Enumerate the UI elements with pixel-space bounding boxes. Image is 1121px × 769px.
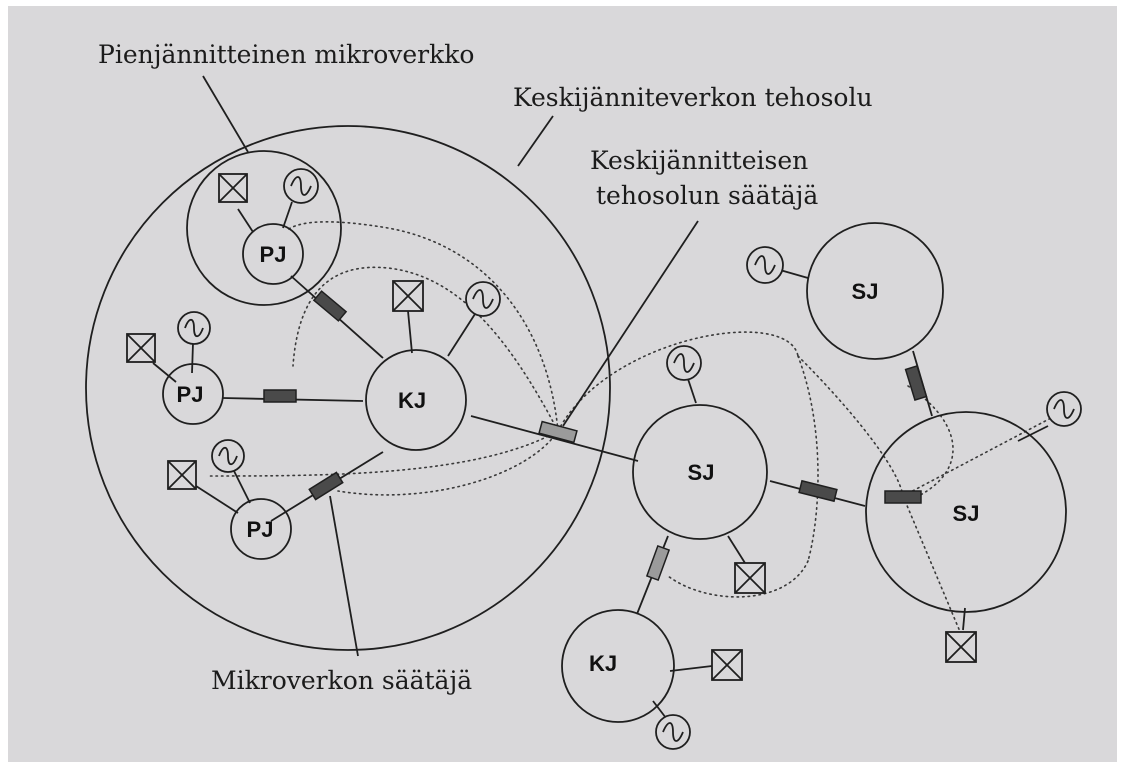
node-label-kj-bottom: KJ — [589, 651, 617, 676]
network-diagram: PJ PJ PJ KJ SJ SJ SJ KJ — [85, 40, 1082, 750]
microgrid-controller-2 — [263, 389, 297, 403]
load-icon — [711, 649, 743, 681]
generator-icon — [177, 311, 211, 345]
microgrid-controller-1 — [312, 290, 348, 322]
communication-links — [207, 221, 1052, 635]
controllers — [263, 290, 928, 582]
label-low-voltage-microgrid: Pienjännitteinen mikroverkko — [98, 40, 474, 69]
controller-sj-top — [904, 365, 928, 401]
node-kj-bottom — [561, 609, 675, 723]
controller-sj-link-2 — [884, 490, 922, 504]
load-icon — [392, 280, 424, 312]
microgrid-boundary — [186, 150, 342, 306]
mv-cell-controller-2 — [645, 544, 671, 582]
load-icon — [734, 562, 766, 594]
node-label-sj-top: SJ — [852, 279, 879, 304]
labels: Pienjännitteinen mikroverkko Keskijännit… — [98, 40, 873, 695]
node-sj-right — [865, 411, 1067, 613]
generator-icon — [211, 439, 245, 473]
generator-icon — [1046, 391, 1082, 427]
microgrid-controller-3 — [308, 471, 344, 501]
generator-icons — [177, 168, 1082, 750]
node-kj-main — [365, 349, 467, 451]
label-mv-power-cell: Keskijänniteverkon tehosolu — [513, 83, 873, 112]
node-sj-middle — [632, 404, 768, 540]
generator-icon — [666, 345, 702, 381]
nodes — [162, 222, 1067, 723]
load-icon — [218, 173, 248, 203]
generator-icon — [655, 714, 691, 750]
node-label-sj-right: SJ — [953, 501, 980, 526]
power-lines — [152, 201, 1049, 719]
node-label-pj-microgrid: PJ — [260, 242, 287, 267]
label-microgrid-controller: Mikroverkon säätäjä — [211, 666, 472, 695]
node-label-sj-middle: SJ — [688, 460, 715, 485]
mv-cell-controller-1 — [538, 420, 578, 444]
node-pj-left — [162, 363, 224, 425]
load-icons — [126, 173, 977, 681]
node-sj-top — [806, 222, 944, 360]
node-pj-microgrid — [242, 223, 304, 285]
load-icon — [945, 631, 977, 663]
node-label-pj-bottom: PJ — [247, 517, 274, 542]
node-label-kj-main: KJ — [398, 388, 426, 413]
mv-power-cell-boundary — [85, 125, 611, 651]
generator-icon — [465, 281, 501, 317]
controller-sj-link-1 — [798, 479, 838, 503]
load-icon — [126, 333, 156, 363]
diagram-page: PJ PJ PJ KJ SJ SJ SJ KJ — [8, 6, 1117, 762]
label-mv-cell-controller-line1: Keskijännitteisen — [590, 146, 808, 175]
generator-icon — [746, 246, 784, 284]
node-pj-bottom — [230, 498, 292, 560]
node-labels: PJ PJ PJ KJ SJ SJ SJ KJ — [177, 242, 980, 676]
generator-icon — [283, 168, 319, 204]
callout-lines — [202, 75, 699, 657]
label-mv-cell-controller-line2: tehosolun säätäjä — [596, 181, 818, 210]
load-icon — [167, 460, 197, 490]
node-label-pj-left: PJ — [177, 382, 204, 407]
